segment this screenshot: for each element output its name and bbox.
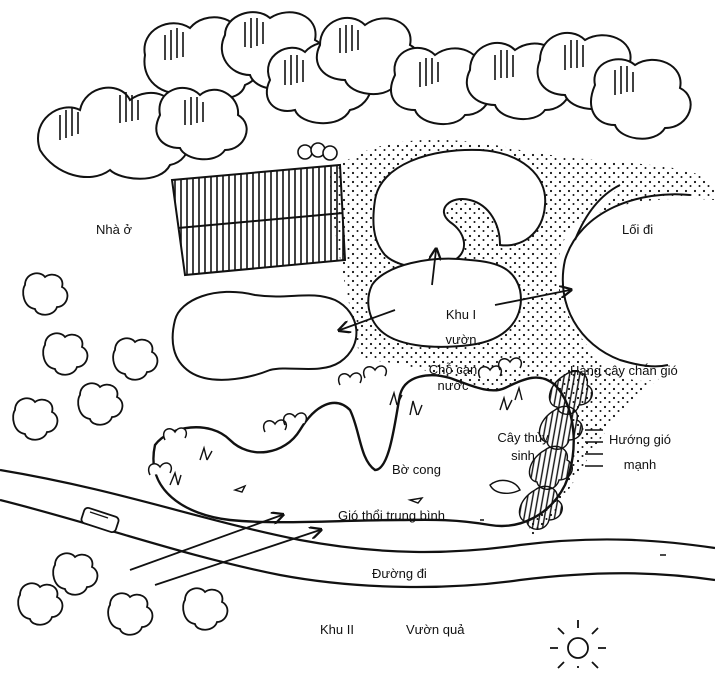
zone1-label-2: vườn [436,332,486,347]
shallow-water-label-1: Chỗ cạn [418,362,488,377]
zone2-label: Khu II [320,622,354,637]
sun-icon [550,620,606,668]
house-label: Nhà ở [96,222,132,237]
wind-arrows [130,515,320,585]
medium-wind-label: Gió thổi trung bình [338,508,445,523]
house-roof [172,165,345,275]
shallow-water-label-2: nước [418,378,488,393]
zone1-label-1: Khu I [436,307,486,322]
curved-bank-label: Bờ cong [392,462,441,477]
path-label: Lối đi [622,222,653,237]
road-label: Đường đi [372,566,427,581]
car-icon [80,507,119,533]
strong-wind-label-2: mạnh [600,457,680,472]
small-shrubs [298,143,337,160]
aquatic-plants-label-1: Cây thủy [488,430,558,445]
windbreak-label: Hàng cây chắn gió [570,363,678,378]
orchard-label: Vườn quả [406,622,464,637]
strong-wind-label-1: Hướng gió [600,432,680,447]
aquatic-plants-label-2: sinh [488,448,558,463]
